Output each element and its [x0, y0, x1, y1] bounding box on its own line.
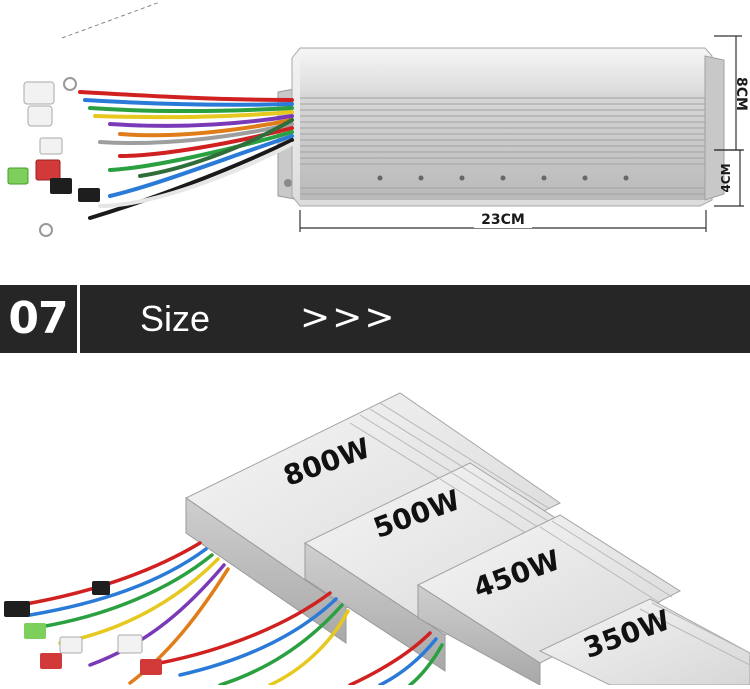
controller-800w: [185, 392, 561, 644]
height-label: 8CM: [733, 77, 749, 111]
banner-divider: [77, 285, 80, 353]
connectors: [7, 77, 100, 237]
controller-dimension-photo: 23CM 8CM 4CM: [0, 0, 750, 285]
controllers-illustration: 800W 500W 450W 350W: [4, 392, 750, 687]
wire-harness: [78, 90, 294, 220]
section-number: 07: [8, 293, 68, 344]
section-title: Size: [140, 298, 211, 339]
guide-line: [61, 1, 161, 39]
controller-350w: [538, 598, 750, 686]
controller-illustration: 23CM 8CM 4CM: [7, 1, 749, 237]
section-arrows: >>>: [300, 297, 397, 338]
width-label-bg: [474, 210, 532, 228]
mount-hole: [284, 179, 292, 187]
depth-label: 4CM: [719, 163, 733, 192]
wire-bundles: [18, 541, 444, 687]
connectors: [4, 581, 162, 675]
depth-dimension: [714, 149, 744, 207]
controller-housing: [291, 47, 725, 207]
section-banner: 07 Size >>>: [0, 285, 750, 353]
model-size-comparison-photo: 800W 500W 450W 350W: [0, 353, 750, 687]
width-label: 23CM: [481, 212, 525, 228]
